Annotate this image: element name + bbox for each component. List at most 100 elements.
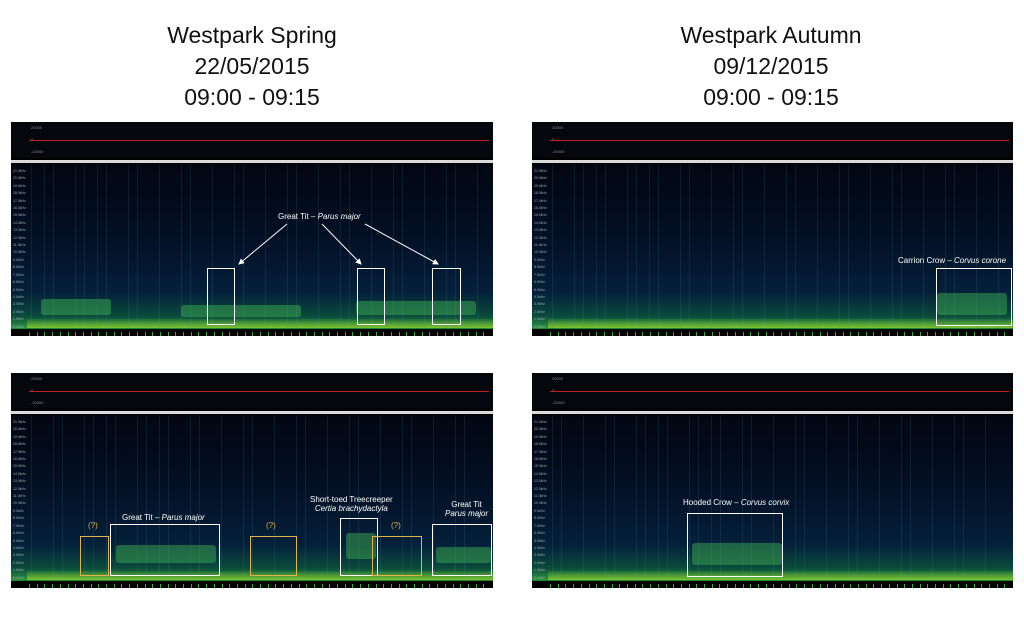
frequency-tick-label: 12.0kHz [13,235,26,240]
time-tick [90,332,92,336]
left-title-location: Westpark Spring [167,22,337,48]
time-tick [136,584,138,588]
frequency-tick-label: 5.0kHz [534,538,545,543]
spectral-streak [826,415,827,581]
spectral-streak [857,415,858,581]
unknown-label: (?) [88,521,98,530]
carrion-crow-label: Carrion Crow – Corvus corone [898,256,1007,265]
spectral-streak [44,164,45,329]
spectral-streak [552,164,553,329]
frequency-tick-label: 12.0kHz [534,235,547,240]
time-tick [557,584,559,588]
spectral-streak [212,164,213,329]
time-tick [344,584,346,588]
time-tick [773,332,775,336]
time-tick [696,584,698,588]
spectral-streak [596,164,597,329]
time-tick [98,332,100,336]
spectral-streak [318,164,319,329]
time-tick [811,332,813,336]
time-tick [283,332,285,336]
time-tick [711,584,713,588]
time-tick [106,584,107,588]
spectral-streak [795,415,796,581]
time-tick [981,584,983,588]
time-tick [375,332,377,336]
frequency-tick-label: 21.0kHz [534,169,547,173]
time-tick [429,332,431,336]
time-tick [152,584,154,588]
frequency-tick-label: 10.0kHz [534,250,547,255]
spectral-streak [945,164,946,329]
time-tick [627,584,628,588]
spectral-streak [371,164,372,329]
time-tick [406,332,408,336]
time-tick [873,332,875,336]
time-tick [704,332,705,336]
spectral-streak [658,164,659,329]
time-tick [842,332,844,336]
time-tick [236,584,238,588]
time-tick [988,584,990,588]
spectral-streak [742,415,743,581]
spectral-streak [932,415,933,581]
frequency-tick-label: 15.0kHz [534,213,547,218]
time-tick [965,332,967,336]
time-tick [565,584,567,588]
carrion-crow-box [936,268,1012,326]
left-title: Westpark Spring 22/05/2015 09:00 - 09:15 [102,20,402,113]
time-tick [904,332,906,336]
spectral-streak [93,415,94,581]
frequency-tick-label: 18.0kHz [534,191,547,196]
time-tick [603,584,605,588]
waveform-label-top: 20000 [31,376,43,381]
time-tick [213,584,215,588]
frequency-tick-label: 8.0kHz [13,516,24,521]
time-tick [367,332,369,336]
time-tick [819,584,821,588]
spectral-streak [380,415,381,581]
time-tick [398,584,400,588]
spectral-streak [910,415,911,581]
waveform-track: 20000 0 -20000 [532,373,1013,409]
frequency-tick-label: 20.0kHz [534,427,547,432]
frequency-tick-label: 4.0kHz [13,545,24,550]
great-tit-box [432,268,461,325]
time-tick [965,584,967,588]
spectral-streak [976,164,977,329]
waveform-label-mid: 0 [552,137,554,142]
time-tick [996,332,998,336]
frequency-tick-label: 21.0kHz [13,420,26,424]
time-tick [244,584,246,588]
waveform-label-mid: 0 [31,137,33,142]
waveform-label-mid: 0 [31,388,33,393]
time-tick [719,332,721,336]
waveform-label-bottom: -20000 [552,400,565,405]
time-tick [236,332,238,336]
frequency-tick-label: 1.0kHz [13,568,24,573]
time-tick [244,332,246,336]
spectral-streak [340,164,341,329]
frequency-tick-label: 17.0kHz [534,449,547,454]
spectral-streak [583,415,584,581]
energy-blob [436,547,491,563]
time-tick [421,332,423,336]
frequency-tick-label: 4.0kHz [534,545,545,550]
spectral-streak [97,164,98,329]
time-tick [765,584,767,588]
frequency-tick-label: 20.0kHz [534,176,547,181]
track-separator [11,160,493,163]
frequency-tick-label: 1.0kHz [534,317,545,322]
time-tick [711,332,713,336]
spectral-streak [879,415,880,581]
time-tick [229,332,231,336]
hooded-crow-label: Hooded Crow – Corvus corvix [683,498,790,507]
spectral-streak [923,164,924,329]
time-tick [352,584,354,588]
spectral-streak [402,415,403,581]
time-tick [650,332,652,336]
time-tick [688,332,690,336]
spectral-streak [128,164,129,329]
